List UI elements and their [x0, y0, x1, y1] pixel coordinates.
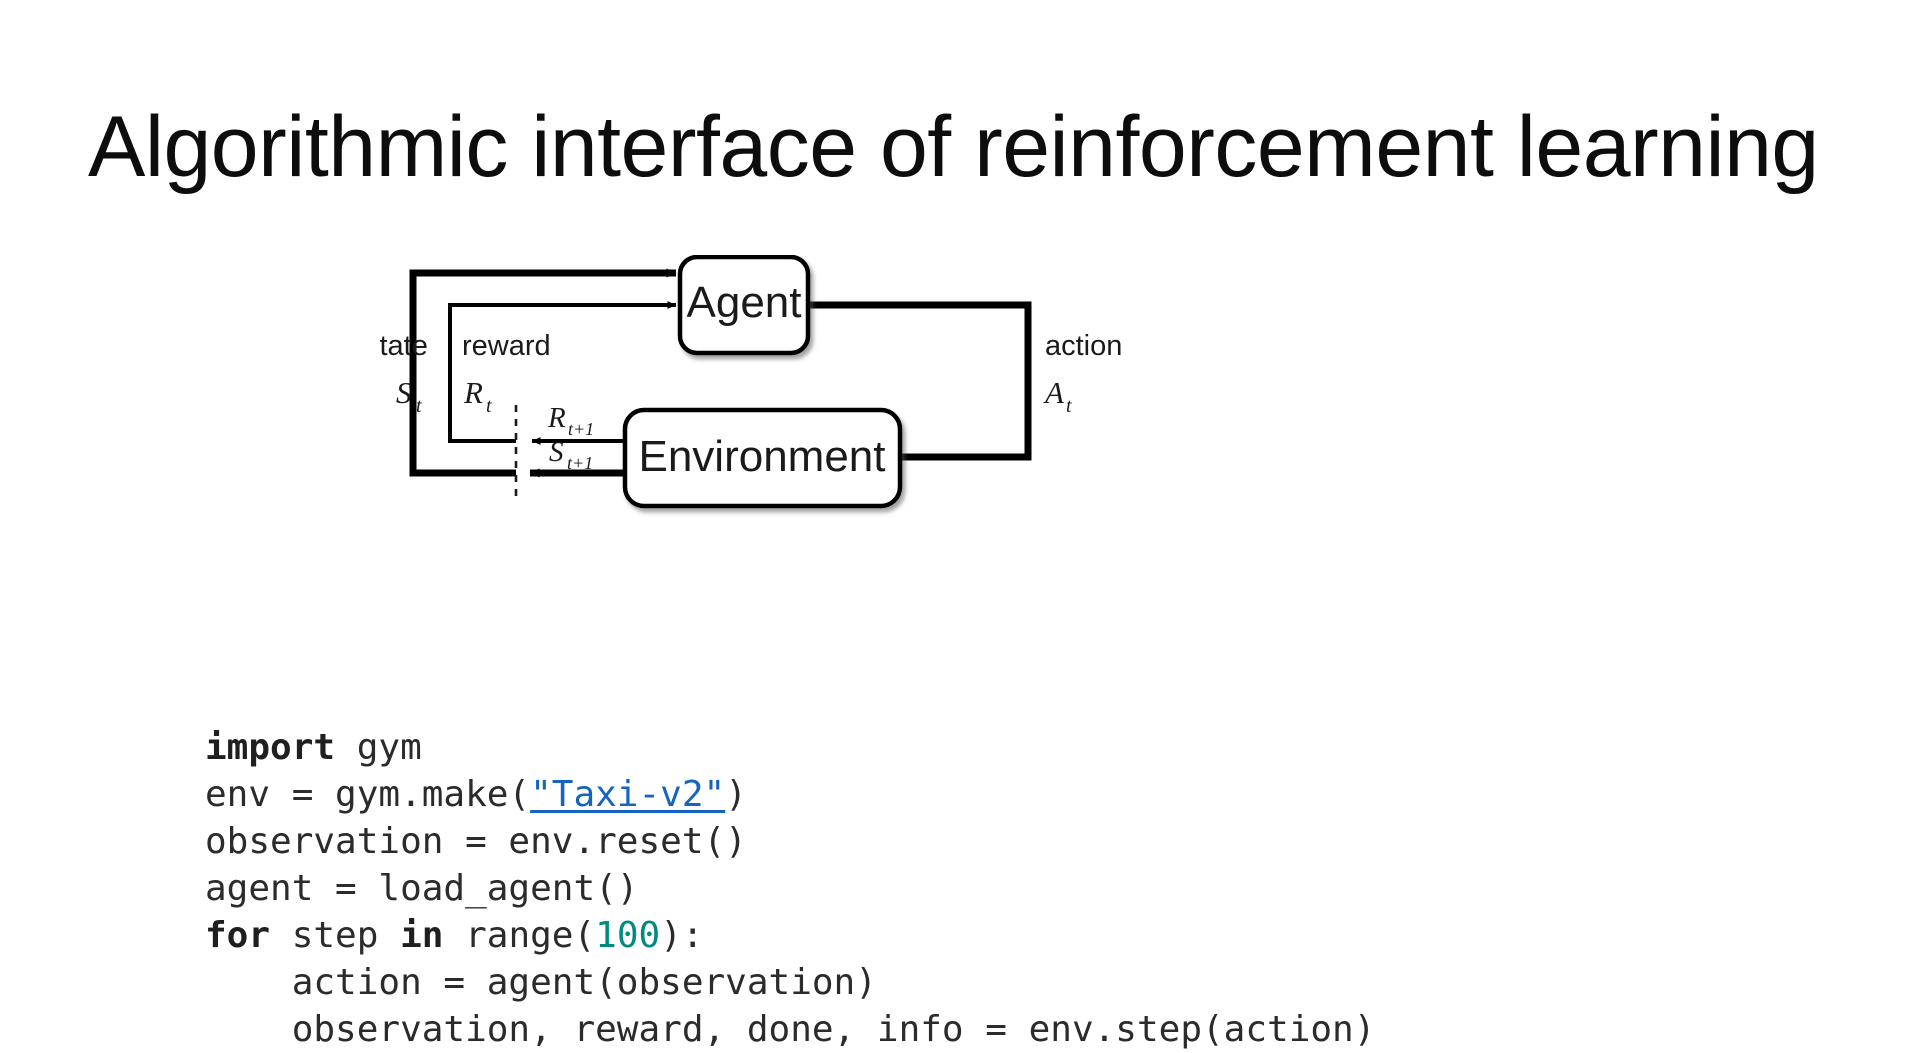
state-edge	[409, 268, 677, 477]
svg-text:action: action	[1045, 330, 1122, 362]
code-text: agent = load_agent()	[205, 868, 639, 909]
reward-label: reward R t	[462, 330, 551, 417]
reward-edge	[448, 301, 677, 443]
page-title: Algorithmic interface of reinforcement l…	[88, 98, 1819, 195]
code-keyword: for	[205, 915, 271, 956]
svg-text:S: S	[549, 436, 564, 468]
agent-environment-loop-diagram: Agent Environment state S t reward R t R…	[380, 255, 1320, 575]
svg-text:R: R	[463, 375, 483, 410]
next-reward-label: R t+1	[547, 402, 594, 439]
code-text: env = gym.make(	[205, 774, 531, 815]
code-text: range(	[443, 915, 596, 956]
environment-box: Environment	[622, 407, 903, 509]
svg-text:reward: reward	[462, 330, 551, 362]
code-line: observation, reward, done, info = env.st…	[205, 1009, 1376, 1050]
svg-text:t+1: t+1	[567, 453, 593, 473]
code-text: gym	[335, 727, 422, 768]
svg-text:R: R	[547, 402, 566, 434]
next-state-label: S t+1	[549, 436, 593, 473]
agent-box-label: Agent	[687, 278, 802, 327]
code-text: action = agent(observation)	[205, 962, 877, 1003]
svg-text:t+1: t+1	[568, 419, 594, 439]
code-line: env = gym.make("Taxi-v2")	[205, 774, 747, 815]
code-line: agent = load_agent()	[205, 868, 638, 909]
taxi-v2-hyperlink[interactable]: "Taxi-v2"	[530, 774, 726, 815]
svg-text:t: t	[486, 395, 492, 417]
code-text: step	[270, 915, 401, 956]
action-label: action A t	[1043, 330, 1122, 417]
code-line: observation = env.reset()	[205, 821, 747, 862]
python-code-block: import gym env = gym.make("Taxi-v2") obs…	[205, 724, 1375, 1053]
code-text: observation = env.reset()	[205, 821, 747, 862]
code-text: ):	[660, 915, 704, 956]
code-line: for step in range(100):	[205, 915, 704, 956]
code-text: observation, reward, done, info = env.st…	[205, 1009, 1376, 1050]
environment-box-label: Environment	[638, 432, 885, 481]
agent-box: Agent	[677, 255, 811, 356]
state-label: state S t	[380, 330, 428, 417]
svg-text:S: S	[396, 375, 412, 410]
svg-text:state: state	[380, 330, 428, 362]
svg-text:A: A	[1043, 375, 1065, 410]
code-line: import gym	[205, 727, 422, 768]
code-keyword: in	[400, 915, 444, 956]
code-keyword: import	[205, 727, 336, 768]
code-line: action = agent(observation)	[205, 962, 877, 1003]
code-text: )	[725, 774, 747, 815]
code-number: 100	[595, 915, 661, 956]
svg-text:t: t	[416, 395, 422, 417]
svg-text:t: t	[1066, 395, 1072, 417]
